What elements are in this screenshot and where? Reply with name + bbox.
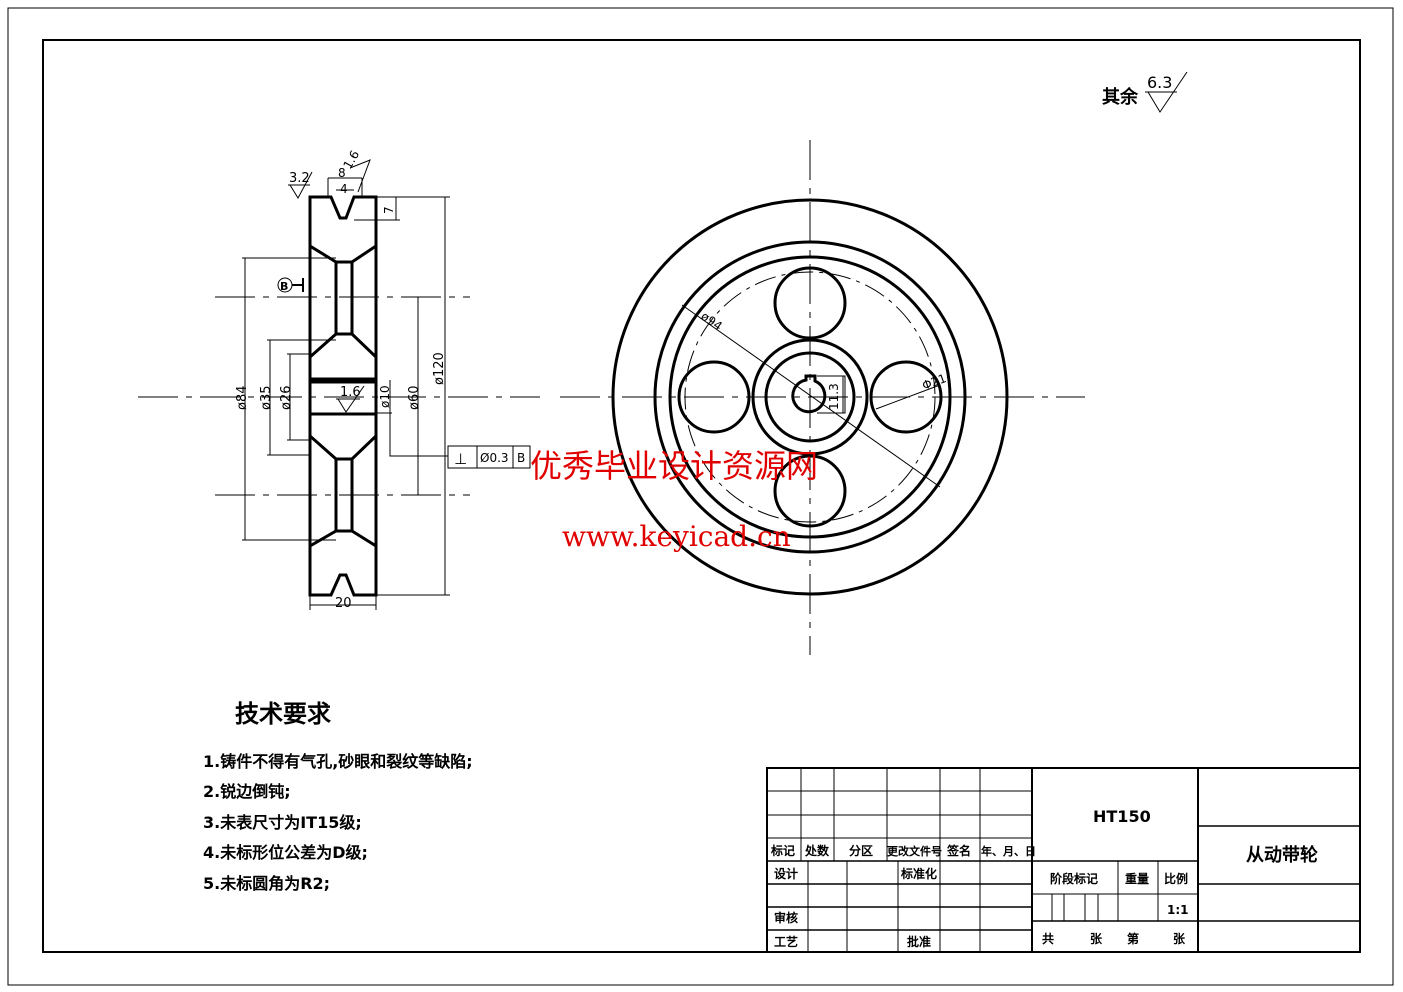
svg-text:6.3: 6.3 bbox=[1147, 73, 1172, 92]
outer-frame bbox=[7, 7, 1394, 986]
svg-text:重量: 重量 bbox=[1125, 871, 1149, 886]
title-block: 标记 处数 分区 更改文件号 签名 年、月、日 设计 标准化 审核 工艺 批准 … bbox=[766, 767, 1361, 953]
svg-text:HT150: HT150 bbox=[1093, 807, 1151, 826]
svg-text:张: 张 bbox=[1090, 931, 1103, 946]
svg-text:1.铸件不得有气孔,砂眼和裂纹等缺陷;: 1.铸件不得有气孔,砂眼和裂纹等缺陷; bbox=[203, 752, 473, 771]
svg-text:阶段标记: 阶段标记 bbox=[1050, 871, 1098, 886]
svg-text:ø10: ø10 bbox=[378, 385, 392, 408]
inner-border bbox=[42, 39, 1361, 953]
svg-text:审核: 审核 bbox=[774, 910, 798, 925]
front-view: 11.3 ø94 Φ21 bbox=[560, 140, 1085, 655]
svg-text:⊥: ⊥ bbox=[454, 450, 467, 468]
svg-text:ø60: ø60 bbox=[407, 386, 422, 411]
svg-text:8: 8 bbox=[338, 166, 346, 180]
svg-text:从动带轮: 从动带轮 bbox=[1246, 844, 1318, 866]
svg-text:ø35: ø35 bbox=[259, 386, 274, 411]
svg-text:更改文件号: 更改文件号 bbox=[887, 844, 942, 858]
svg-text:批准: 批准 bbox=[907, 934, 931, 949]
svg-text:设计: 设计 bbox=[774, 866, 798, 881]
svg-text:分区: 分区 bbox=[849, 843, 873, 858]
svg-text:ø26: ø26 bbox=[279, 386, 294, 411]
svg-text:标记: 标记 bbox=[770, 843, 795, 858]
svg-text:技术要求: 技术要求 bbox=[235, 700, 331, 728]
svg-text:5.未标圆角为R2;: 5.未标圆角为R2; bbox=[203, 874, 330, 893]
svg-text:ø94: ø94 bbox=[698, 309, 725, 333]
svg-text:签名: 签名 bbox=[946, 843, 971, 858]
watermark-title: 优秀毕业设计资源网 bbox=[530, 447, 818, 485]
svg-text:ø120: ø120 bbox=[432, 352, 447, 385]
svg-text:工艺: 工艺 bbox=[774, 934, 798, 949]
svg-text:处数: 处数 bbox=[804, 843, 830, 858]
svg-text:4: 4 bbox=[340, 182, 348, 196]
svg-text:2.锐边倒钝;: 2.锐边倒钝; bbox=[203, 782, 291, 801]
watermark-url: www.keyicad.cn bbox=[562, 520, 791, 553]
svg-text:3.未表尺寸为IT15级;: 3.未表尺寸为IT15级; bbox=[203, 813, 362, 832]
svg-text:ø84: ø84 bbox=[235, 386, 250, 411]
svg-text:标准化: 标准化 bbox=[900, 866, 937, 881]
svg-text:比例: 比例 bbox=[1164, 871, 1188, 886]
svg-text:20: 20 bbox=[335, 596, 352, 611]
svg-text:Ø0.3: Ø0.3 bbox=[480, 451, 509, 465]
svg-text:1:1: 1:1 bbox=[1167, 903, 1189, 917]
geometric-tolerance-frame: ⊥ Ø0.3 B bbox=[447, 445, 531, 469]
general-roughness: 其余 6.3 bbox=[1102, 71, 1188, 113]
svg-text:共: 共 bbox=[1042, 931, 1054, 946]
svg-text:年、月、日: 年、月、日 bbox=[981, 844, 1036, 858]
svg-text:张: 张 bbox=[1173, 931, 1186, 946]
section-view: ø84 ø35 ø26 ø10 ø60 ø120 20 8 4 7 3.2 1.… bbox=[138, 148, 540, 611]
svg-text:B: B bbox=[280, 280, 288, 293]
svg-text:B: B bbox=[517, 451, 525, 465]
svg-text:Φ21: Φ21 bbox=[920, 371, 948, 393]
svg-text:11.3: 11.3 bbox=[827, 383, 841, 410]
svg-text:3.2: 3.2 bbox=[289, 171, 310, 186]
svg-text:其余: 其余 bbox=[1102, 86, 1139, 108]
svg-text:1.6: 1.6 bbox=[340, 385, 361, 400]
svg-text:第: 第 bbox=[1127, 931, 1139, 946]
svg-text:4.未标形位公差为D级;: 4.未标形位公差为D级; bbox=[203, 843, 368, 862]
svg-text:7: 7 bbox=[382, 206, 396, 214]
technical-requirements: 技术要求 1.铸件不得有气孔,砂眼和裂纹等缺陷; 2.锐边倒钝; 3.未表尺寸为… bbox=[203, 700, 473, 893]
